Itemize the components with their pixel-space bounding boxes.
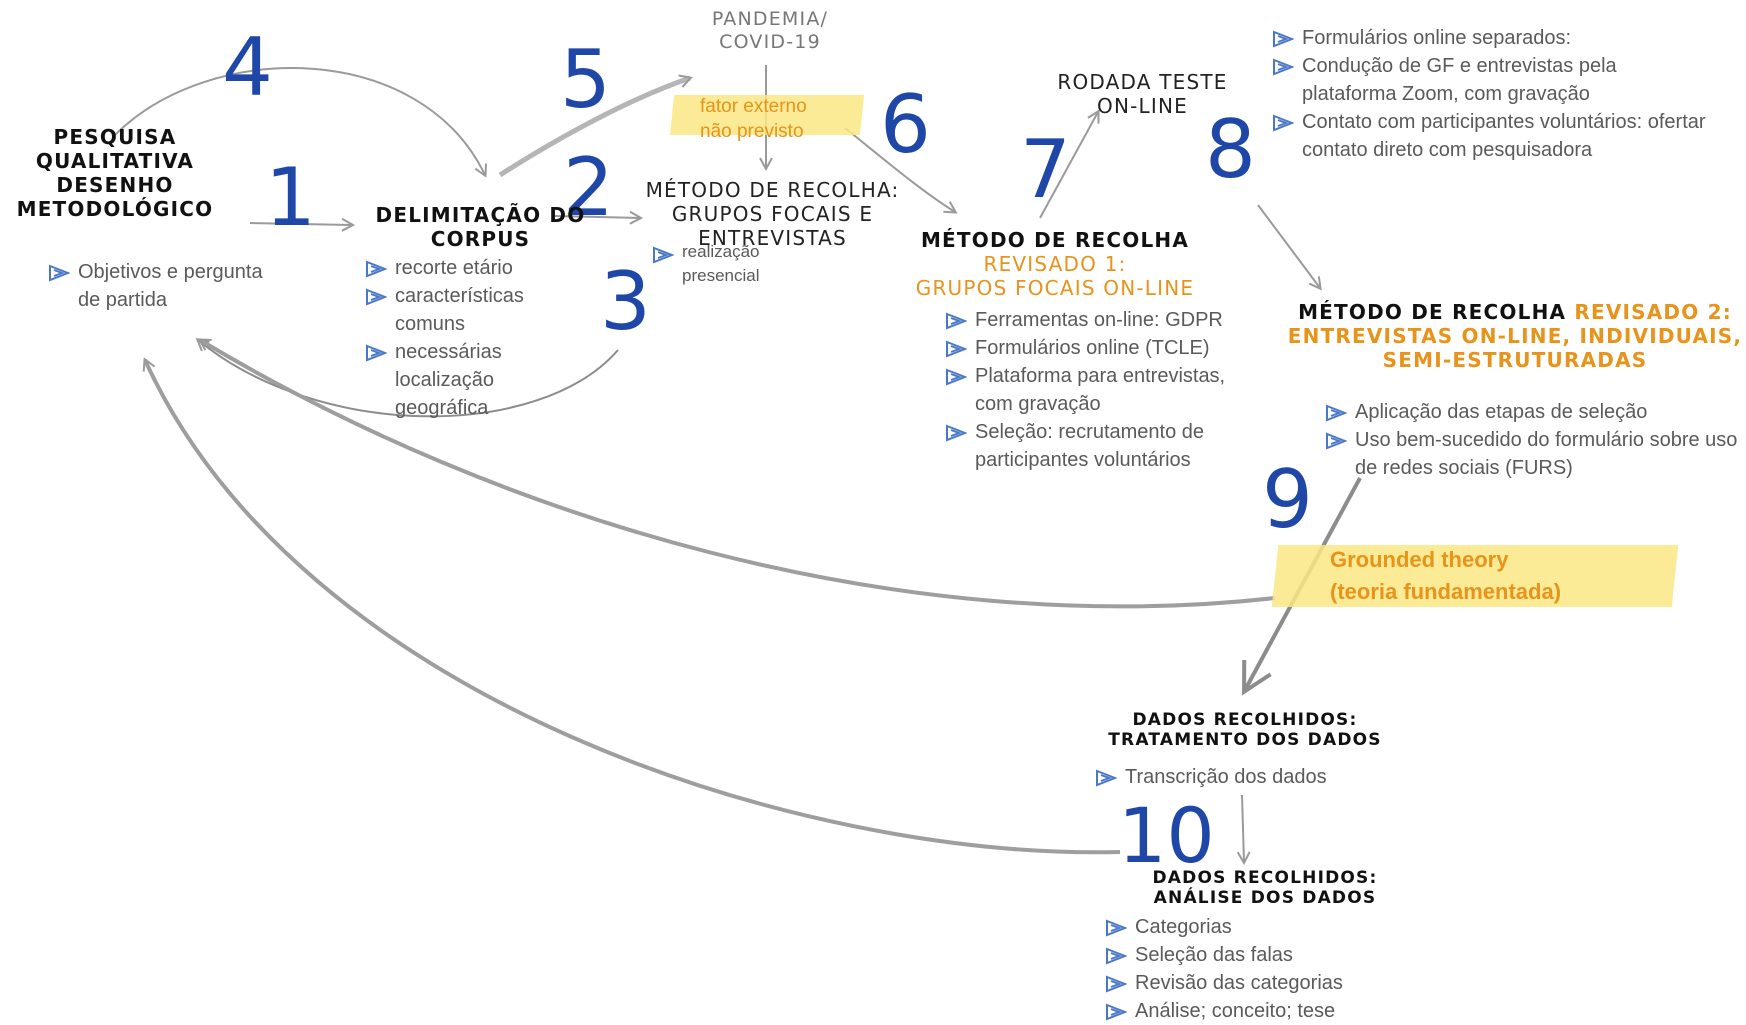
step-number-4: 4 (222, 21, 273, 114)
list-item: Transcrição dos dados (1095, 763, 1355, 791)
list-item: Seleção das falas (1105, 941, 1385, 969)
list-item: Ferramentas on-line: GDPR (945, 306, 1245, 334)
arrow-2 (554, 216, 640, 218)
analise-title: DADOS RECOLHIDOS: ANÁLISE DOS DADOS (1152, 868, 1378, 909)
step-number-6: 6 (880, 78, 931, 171)
list-item: Seleção: recrutamento de participantes v… (945, 418, 1245, 474)
corpus-bullets: recorte etário características comuns ne… (365, 254, 555, 422)
arrow-bullet-icon (1106, 975, 1127, 993)
arrow-bullet-icon (946, 368, 967, 386)
arrow-4 (114, 67, 485, 175)
tratamento-bullets: Transcrição dos dados (1095, 763, 1355, 791)
rodada-title: RODADA TESTE ON-LINE (1057, 70, 1228, 118)
list-item: realização presencial (652, 240, 787, 288)
list-item: Plataforma para entrevistas, com gravaçã… (945, 362, 1245, 418)
revisado2-title: MÉTODO DE RECOLHA REVISADO 2: ENTREVISTA… (1287, 300, 1743, 372)
arrow-bullet-icon (366, 260, 387, 278)
arrow-7 (1039, 112, 1098, 219)
arrow-bullet-icon (946, 312, 967, 330)
list-item: necessárias localização geográfica (365, 338, 555, 422)
revisado1-bullets: Ferramentas on-line: GDPR Formulários on… (945, 306, 1245, 474)
list-item: Condução de GF e entrevistas pela plataf… (1272, 52, 1712, 108)
revisado1-title: MÉTODO DE RECOLHA REVISADO 1: GRUPOS FOC… (915, 228, 1195, 300)
list-item: Aplicação das etapas de seleção (1325, 398, 1743, 426)
list-item: características comuns (365, 282, 555, 338)
arrow-bullet-icon (1273, 114, 1294, 132)
revisado2-bullets: Aplicação das etapas de seleção Uso bem-… (1325, 398, 1743, 482)
step-number-8: 8 (1205, 103, 1256, 196)
arrow-bullet-icon (1273, 58, 1294, 76)
arrow-bullet-icon (1096, 769, 1117, 787)
arrow-bullet-icon (1273, 30, 1294, 48)
analise-bullets: Categorias Seleção das falas Revisão das… (1105, 913, 1385, 1025)
topright-bullets: Formulários online separados: Condução d… (1272, 24, 1712, 164)
list-item: Análise; conceito; tese (1105, 997, 1385, 1025)
arrow-1 (249, 223, 352, 225)
list-item: Revisão das categorias (1105, 969, 1385, 997)
step-number-5: 5 (560, 33, 611, 126)
arrow-6 (844, 127, 955, 212)
pesquisa-bullets: Objetivos e pergunta de partida (48, 258, 278, 314)
arrow-bullet-icon (366, 288, 387, 306)
step-number-2: 2 (563, 141, 614, 234)
arrow-9 (200, 338, 1276, 609)
arrow-bullet-icon (1326, 404, 1347, 422)
list-item: Objetivos e pergunta de partida (48, 258, 278, 314)
list-item: recorte etário (365, 254, 555, 282)
step-number-1: 1 (265, 151, 316, 244)
list-item: Formulários online (TCLE) (945, 334, 1245, 362)
step-number-9: 9 (1262, 453, 1313, 546)
step-number-10: 10 (1118, 791, 1215, 880)
arrow-8 (1257, 204, 1320, 288)
arrow-10 (145, 360, 1121, 855)
corpus-title: DELIMITAÇÃO DO CORPUS (375, 203, 586, 251)
pandemia-title: PANDEMIA/ COVID-19 (711, 8, 829, 53)
list-item: Formulários online separados: (1272, 24, 1712, 52)
metodo-title: MÉTODO DE RECOLHA: GRUPOS FOCAIS E ENTRE… (645, 178, 900, 250)
list-item: Contato com participantes voluntários: o… (1272, 108, 1712, 164)
step-number-3: 3 (600, 255, 651, 348)
arrow-bullet-icon (1326, 432, 1347, 450)
tratamento-title: DADOS RECOLHIDOS: TRATAMENTO DOS DADOS (1108, 710, 1382, 751)
arrow-bullet-icon (1106, 1003, 1127, 1021)
arrow-5 (498, 78, 690, 178)
arrow-bullet-icon (653, 246, 674, 264)
list-item: Categorias (1105, 913, 1385, 941)
fator-text: fator externo não previsto (700, 96, 807, 142)
arrow-bullet-icon (366, 344, 387, 362)
pesquisa-title: PESQUISA QUALITATIVA DESENHO METODOLÓGIC… (16, 125, 214, 221)
arrow-bullet-icon (1106, 947, 1127, 965)
list-item: Uso bem-sucedido do formulário sobre uso… (1325, 426, 1743, 482)
arrow-bullet-icon (946, 424, 967, 442)
arrow-bullet-icon (1106, 919, 1127, 937)
arrow-tratamento (1242, 794, 1244, 862)
arrow-bullet-icon (946, 340, 967, 358)
arrow-bullet-icon (49, 264, 70, 282)
grounded-text: Grounded theory (teoria fundamentada) (1330, 547, 1562, 604)
arrow-3 (198, 340, 619, 418)
step-number-7: 7 (1020, 123, 1071, 216)
metodo-bullets: realização presencial (652, 240, 787, 288)
